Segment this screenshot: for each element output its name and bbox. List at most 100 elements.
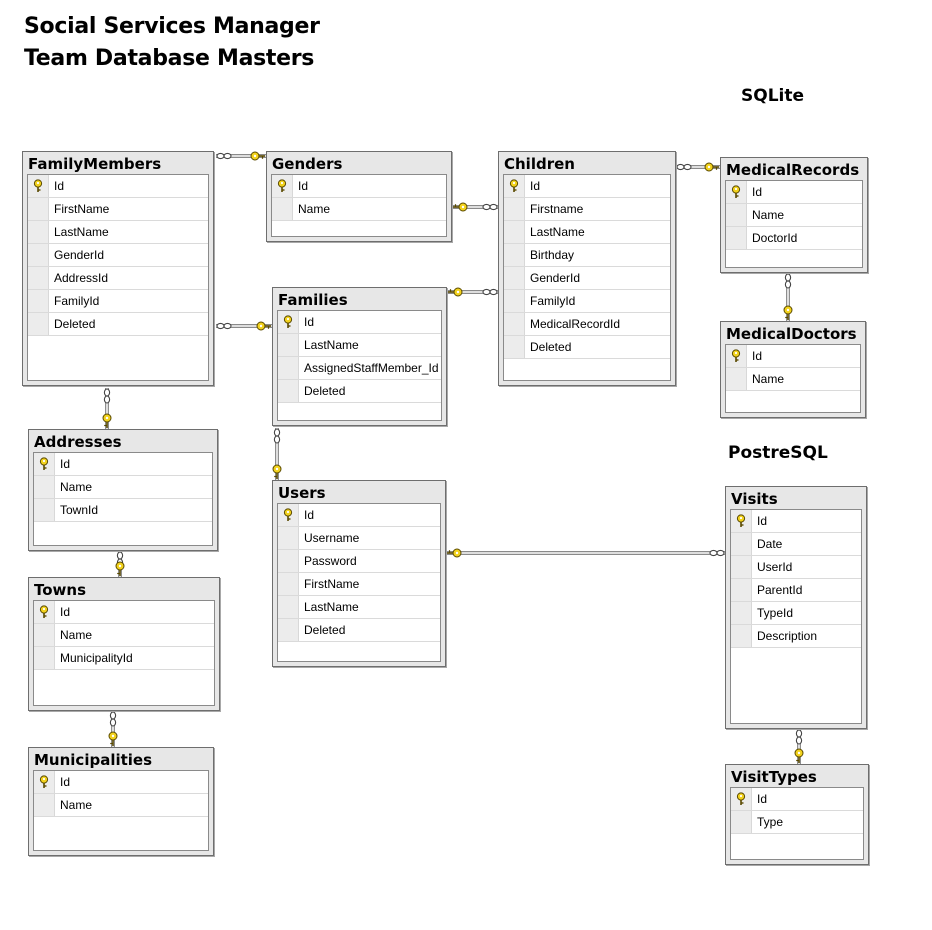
column-row[interactable]: Id [731,788,863,811]
column-row[interactable]: GenderId [504,267,670,290]
column-row[interactable]: MedicalRecordId [504,313,670,336]
column-row[interactable]: Id [504,175,670,198]
row-selector[interactable] [726,181,747,203]
column-row[interactable]: LastName [28,221,208,244]
row-selector[interactable] [34,601,55,623]
column-row[interactable]: FirstName [278,573,440,596]
row-selector[interactable] [34,476,55,498]
column-row[interactable]: GenderId [28,244,208,267]
row-selector[interactable] [504,198,525,220]
row-selector[interactable] [34,624,55,646]
row-selector[interactable] [28,290,49,312]
column-row[interactable]: Deleted [504,336,670,359]
column-row[interactable]: LastName [278,596,440,619]
row-selector[interactable] [731,811,752,833]
column-row[interactable]: Id [278,504,440,527]
column-row[interactable]: Id [34,453,212,476]
row-selector[interactable] [278,311,299,333]
column-row[interactable]: Name [726,368,860,391]
column-row[interactable]: LastName [504,221,670,244]
column-row[interactable]: Name [34,624,214,647]
column-row[interactable]: Description [731,625,861,648]
row-selector[interactable] [34,771,55,793]
column-row[interactable]: Deleted [278,380,441,403]
column-row[interactable]: TownId [34,499,212,522]
row-selector[interactable] [504,267,525,289]
column-row[interactable]: FamilyId [28,290,208,313]
row-selector[interactable] [731,556,752,578]
column-row[interactable]: Name [34,794,208,817]
row-selector[interactable] [278,504,299,526]
column-row[interactable]: Deleted [278,619,440,642]
row-selector[interactable] [504,336,525,358]
row-selector[interactable] [731,533,752,555]
row-selector[interactable] [28,267,49,289]
row-selector[interactable] [34,453,55,475]
row-selector[interactable] [726,345,747,367]
column-row[interactable]: Name [34,476,212,499]
column-row[interactable]: FamilyId [504,290,670,313]
row-selector[interactable] [731,579,752,601]
row-selector[interactable] [272,175,293,197]
row-selector[interactable] [278,357,299,379]
column-row[interactable]: Id [726,345,860,368]
row-selector[interactable] [34,647,55,669]
column-row[interactable]: Date [731,533,861,556]
row-selector[interactable] [731,602,752,624]
column-row[interactable]: Id [272,175,446,198]
row-selector[interactable] [726,368,747,390]
row-selector[interactable] [28,244,49,266]
column-row[interactable]: UserId [731,556,861,579]
column-row[interactable]: LastName [278,334,441,357]
column-row[interactable]: Id [278,311,441,334]
row-selector[interactable] [278,527,299,549]
column-row[interactable]: ParentId [731,579,861,602]
column-row[interactable]: Birthday [504,244,670,267]
column-row[interactable]: Password [278,550,440,573]
column-row[interactable]: Id [34,771,208,794]
column-row[interactable]: MunicipalityId [34,647,214,670]
row-selector[interactable] [504,313,525,335]
row-selector[interactable] [272,198,293,220]
row-selector[interactable] [28,175,49,197]
column-row[interactable]: AddressId [28,267,208,290]
row-selector[interactable] [726,204,747,226]
row-selector[interactable] [504,175,525,197]
row-selector[interactable] [731,625,752,647]
column-row[interactable]: Name [272,198,446,221]
row-selector[interactable] [504,290,525,312]
column-row[interactable]: Firstname [504,198,670,221]
row-selector[interactable] [34,499,55,521]
row-selector[interactable] [278,550,299,572]
column-row[interactable]: TypeId [731,602,861,625]
row-selector[interactable] [28,198,49,220]
row-selector[interactable] [278,596,299,618]
row-selector[interactable] [28,221,49,243]
row-selector[interactable] [34,794,55,816]
column-row[interactable]: DoctorId [726,227,862,250]
column-row[interactable]: Id [34,601,214,624]
row-selector[interactable] [278,380,299,402]
column-row[interactable]: Name [726,204,862,227]
row-selector[interactable] [278,619,299,641]
column-row[interactable]: Id [726,181,862,204]
column-row[interactable]: Id [731,510,861,533]
column-row[interactable]: Type [731,811,863,834]
row-selector[interactable] [731,510,752,532]
column-row[interactable]: Deleted [28,313,208,336]
row-selector[interactable] [278,573,299,595]
column-row[interactable]: Username [278,527,440,550]
row-selector[interactable] [278,334,299,356]
